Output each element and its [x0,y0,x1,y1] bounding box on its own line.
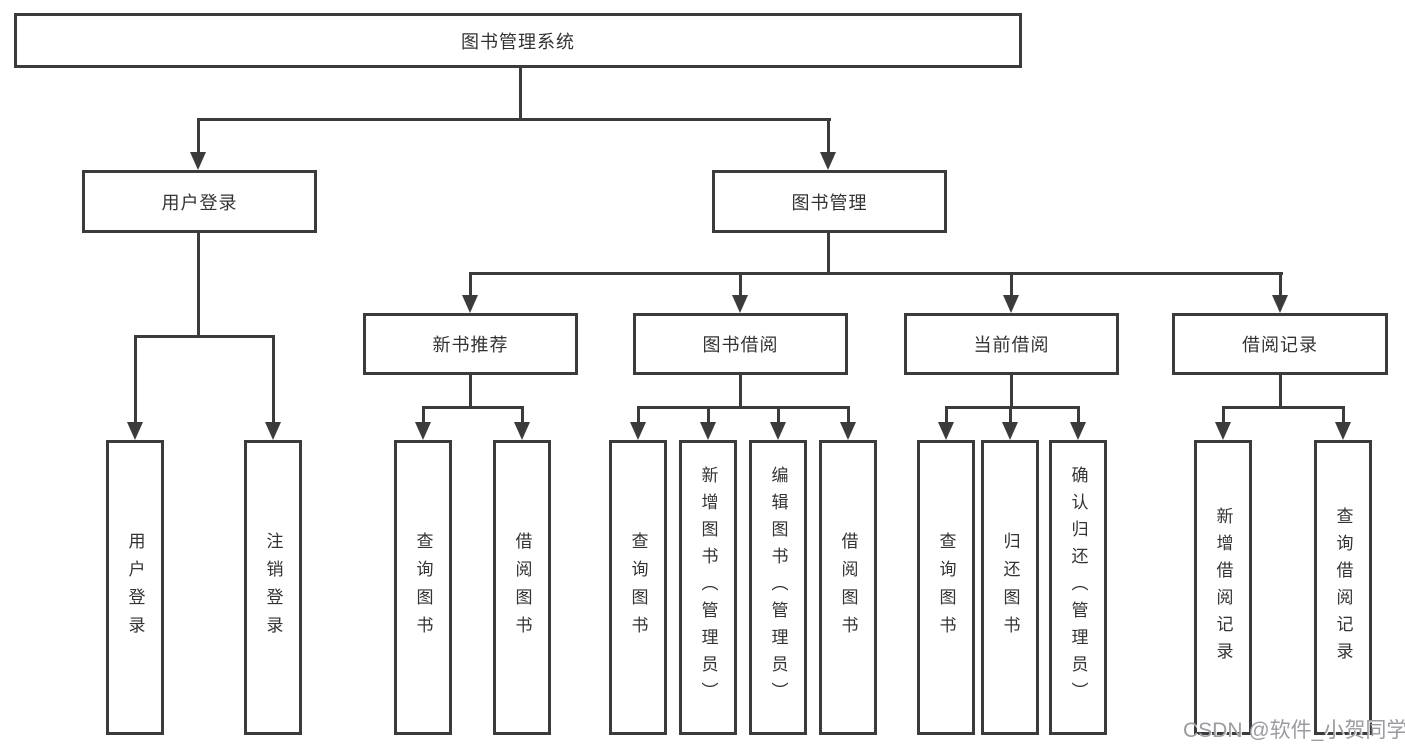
connector-borrow-record-stem [1279,375,1282,409]
leaf-query-books-current: 查询图书 [917,440,975,735]
connector-drop-new-book [469,272,472,298]
leaf-label: 编辑图书（管理员） [768,466,788,709]
arrowhead-down-icon [630,422,646,440]
connector-book-borrow-rail [637,406,849,409]
leaf-label: 借阅图书 [838,531,858,644]
node-new-book-recommend-label: 新书推荐 [432,335,509,355]
connector-drop-leaf [422,406,425,424]
connector-root-rail [197,118,831,121]
leaf-query-borrow-record: 查询借阅记录 [1314,440,1372,735]
leaf-label: 注销登录 [263,531,283,644]
connector-new-book-stem [469,375,472,409]
connector-book-mgmt-rail [469,272,1283,275]
connector-drop-leaf [945,406,948,424]
node-user-login-label: 用户登录 [161,192,238,213]
leaf-label: 用户登录 [125,531,145,644]
node-book-management: 图书管理 [712,170,947,233]
arrowhead-down-icon [1272,295,1288,313]
arrowhead-down-icon [127,422,143,440]
connector-new-book-rail [422,406,523,409]
leaf-return-books: 归还图书 [981,440,1039,735]
connector-drop-leaf [1077,406,1080,424]
connector-drop-leaf [272,335,275,424]
csdn-watermark: CSDN @软件_小贺同学 [1183,719,1405,742]
arrowhead-down-icon [1215,422,1231,440]
leaf-label: 归还图书 [1000,531,1020,644]
arrowhead-down-icon [1003,295,1019,313]
connector-drop-book-mgmt [827,118,830,156]
arrowhead-down-icon [265,422,281,440]
connector-root-stem [519,68,522,121]
arrowhead-down-icon [938,422,954,440]
connector-drop-leaf [637,406,640,424]
connector-drop-leaf [1342,406,1345,424]
leaf-label: 查询借阅记录 [1333,506,1353,669]
leaf-label: 新增借阅记录 [1213,506,1233,669]
node-book-management-label: 图书管理 [791,192,868,213]
connector-current-borrow-rail [945,406,1080,409]
connector-drop-leaf [777,406,780,424]
arrowhead-down-icon [462,295,478,313]
connector-borrow-record-rail [1222,406,1344,409]
connector-book-borrow-stem [739,375,742,409]
node-current-borrowing: 当前借阅 [904,313,1119,375]
leaf-add-borrow-record: 新增借阅记录 [1194,440,1252,735]
leaf-label: 新增图书（管理员） [698,466,718,709]
node-current-borrowing-label: 当前借阅 [973,335,1050,355]
connector-drop-leaf [847,406,850,424]
arrowhead-down-icon [514,422,530,440]
leaf-borrow-books-recommend: 借阅图书 [493,440,551,735]
node-book-borrowing: 图书借阅 [633,313,848,375]
leaf-label: 借阅图书 [512,531,532,644]
arrowhead-down-icon [190,152,206,170]
root-node-library-system: 图书管理系统 [14,13,1022,68]
leaf-user-login: 用户登录 [106,440,164,735]
node-borrow-records-label: 借阅记录 [1242,335,1318,355]
connector-drop-leaf [707,406,710,424]
leaf-label: 查询图书 [628,531,648,644]
connector-drop-leaf [1009,406,1012,424]
leaf-logout: 注销登录 [244,440,302,735]
arrowhead-down-icon [415,422,431,440]
arrowhead-down-icon [1002,422,1018,440]
leaf-query-books-borrowing: 查询图书 [609,440,667,735]
arrowhead-down-icon [820,152,836,170]
connector-drop-leaf [1222,406,1225,424]
root-node-label: 图书管理系统 [461,31,575,52]
leaf-query-books-recommend: 查询图书 [394,440,452,735]
leaf-label: 查询图书 [413,531,433,644]
arrowhead-down-icon [700,422,716,440]
leaf-confirm-return-admin: 确认归还（管理员） [1049,440,1107,735]
node-new-book-recommend: 新书推荐 [363,313,578,375]
node-book-borrowing-label: 图书借阅 [702,335,779,355]
leaf-add-books-admin: 新增图书（管理员） [679,440,737,735]
connector-current-borrow-stem [1010,375,1013,409]
arrowhead-down-icon [840,422,856,440]
leaf-label: 查询图书 [936,531,956,644]
leaf-edit-books-admin: 编辑图书（管理员） [749,440,807,735]
arrowhead-down-icon [732,295,748,313]
connector-book-mgmt-stem [827,233,830,275]
connector-drop-borrow-record [1279,272,1282,298]
connector-drop-leaf [134,335,137,424]
connector-drop-user-login [197,118,200,156]
connector-user-login-rail [134,335,275,338]
connector-user-login-stem [197,233,200,338]
connector-drop-current-borrow [1010,272,1013,298]
leaf-label: 确认归还（管理员） [1068,466,1088,709]
connector-drop-leaf [521,406,524,424]
node-borrow-records: 借阅记录 [1172,313,1388,375]
leaf-borrow-books: 借阅图书 [819,440,877,735]
node-user-login: 用户登录 [82,170,317,233]
arrowhead-down-icon [1335,422,1351,440]
connector-drop-book-borrow [739,272,742,298]
arrowhead-down-icon [1070,422,1086,440]
arrowhead-down-icon [770,422,786,440]
